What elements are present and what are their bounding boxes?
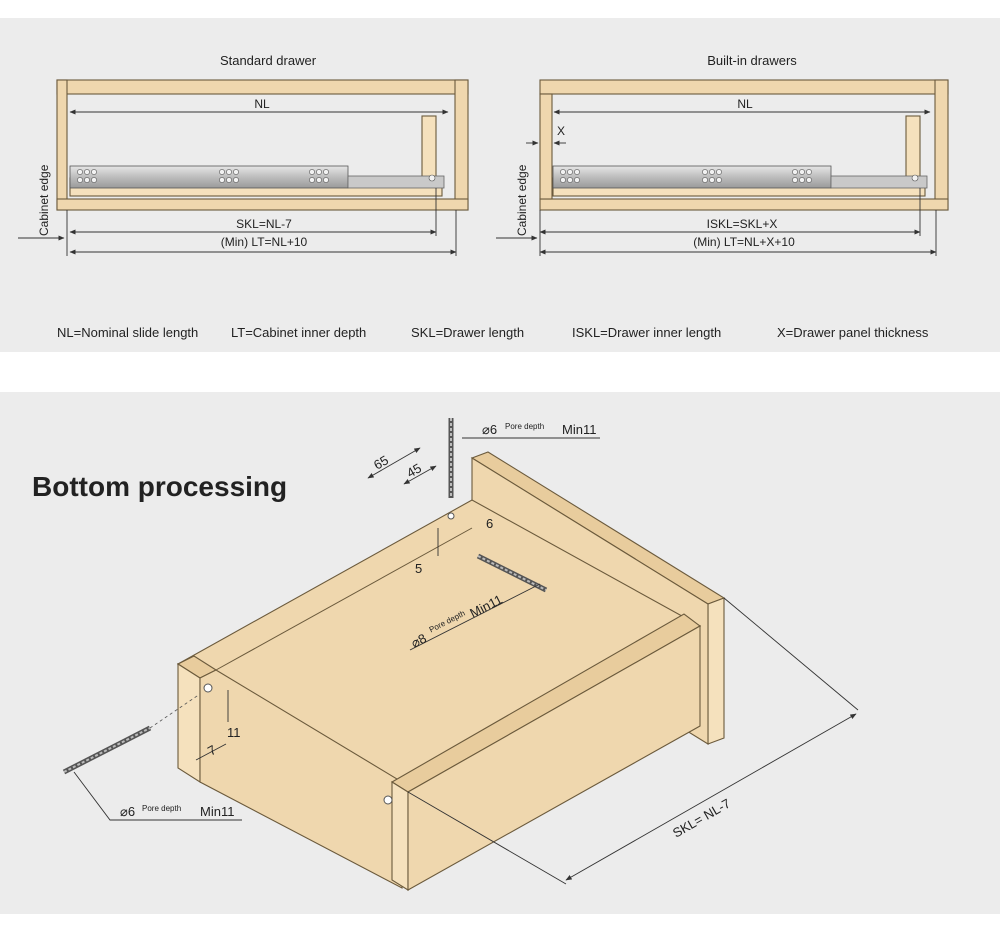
legend-lt: LT=Cabinet inner depth [231,325,366,340]
top-hole-pore: Pore depth [505,422,544,431]
legend-nl: NL=Nominal slide length [57,325,198,340]
cabinet-top-panel [56,79,469,95]
legend: NL=Nominal slide length LT=Cabinet inner… [57,325,929,340]
cabinet-bottom-panel [56,198,469,211]
left-hole-min: Min11 [200,804,234,819]
cabinet-bottom-panel [539,198,949,211]
slide-holes [560,169,919,183]
skl-label: SKL=NL-7 [236,217,292,231]
left-hole-pore: Pore depth [142,804,181,813]
builtin-drawer-diagram: Built-in drawers NL X ISKL=SKL+X (Min) L… [496,53,949,256]
left-callout-leader [73,771,242,821]
bottom-edge-line [215,527,473,671]
cabinet-edge-label: Cabinet edge [515,164,529,236]
dim-45: 45 [404,460,424,480]
cabinet-right-side [934,79,949,211]
middle-hole-diameter: ⌀8 [409,630,429,650]
drawer-slide-rail [552,165,832,189]
slide-inner-member [830,175,928,189]
back-panel-end [707,597,725,745]
front-panel-end [391,781,409,891]
skl-extension [407,791,567,885]
legend-x: X=Drawer panel thickness [777,325,929,340]
slide-inner-member [347,175,445,189]
dim-6: 6 [486,516,493,531]
dim-65-line [367,447,421,479]
lt-label: (Min) LT=NL+10 [221,235,308,249]
skl-extension [723,597,859,711]
iskl-label: ISKL=SKL+X [707,217,778,231]
builtin-drawer-title: Built-in drawers [707,53,797,68]
left-panel-end [177,662,201,784]
left-hole [203,683,213,693]
nl-label: NL [254,97,270,111]
legend-iskl: ISKL=Drawer inner length [572,325,721,340]
top-hole-diameter: ⌀6 [482,422,497,437]
dim-5: 5 [415,561,422,576]
standard-drawer-diagram: Standard drawer NL SKL=NL-7 (Min) LT=NL+… [18,53,469,256]
top-hole [447,512,455,520]
nl-label: NL [737,97,753,111]
front-hole [383,795,393,805]
cabinet-edge-label: Cabinet edge [37,164,51,236]
top-hole-min: Min11 [562,422,596,437]
legend-skl: SKL=Drawer length [411,325,524,340]
cabinet-top-panel [539,79,949,95]
skl-dimension-line [565,713,857,881]
dim-65: 65 [371,452,391,472]
dim-7-line [195,743,227,761]
middle-callout-leader [409,583,541,651]
dim-45-line [403,465,437,485]
dim-11: 11 [227,725,241,740]
cabinet-left-side [56,79,68,211]
drawer-3d-illustration [176,451,726,891]
slide-holes [77,169,436,183]
bottom-processing-title: Bottom processing [32,471,287,502]
cabinet-right-side [454,79,469,211]
drawer-front-panel [539,93,553,200]
left-hole-diameter: ⌀6 [120,804,135,819]
drill-bits [62,418,548,805]
lt-label: (Min) LT=NL+X+10 [693,235,795,249]
standard-drawer-title: Standard drawer [220,53,317,68]
drawer-slide-rail [69,165,349,189]
x-label: X [557,124,565,138]
